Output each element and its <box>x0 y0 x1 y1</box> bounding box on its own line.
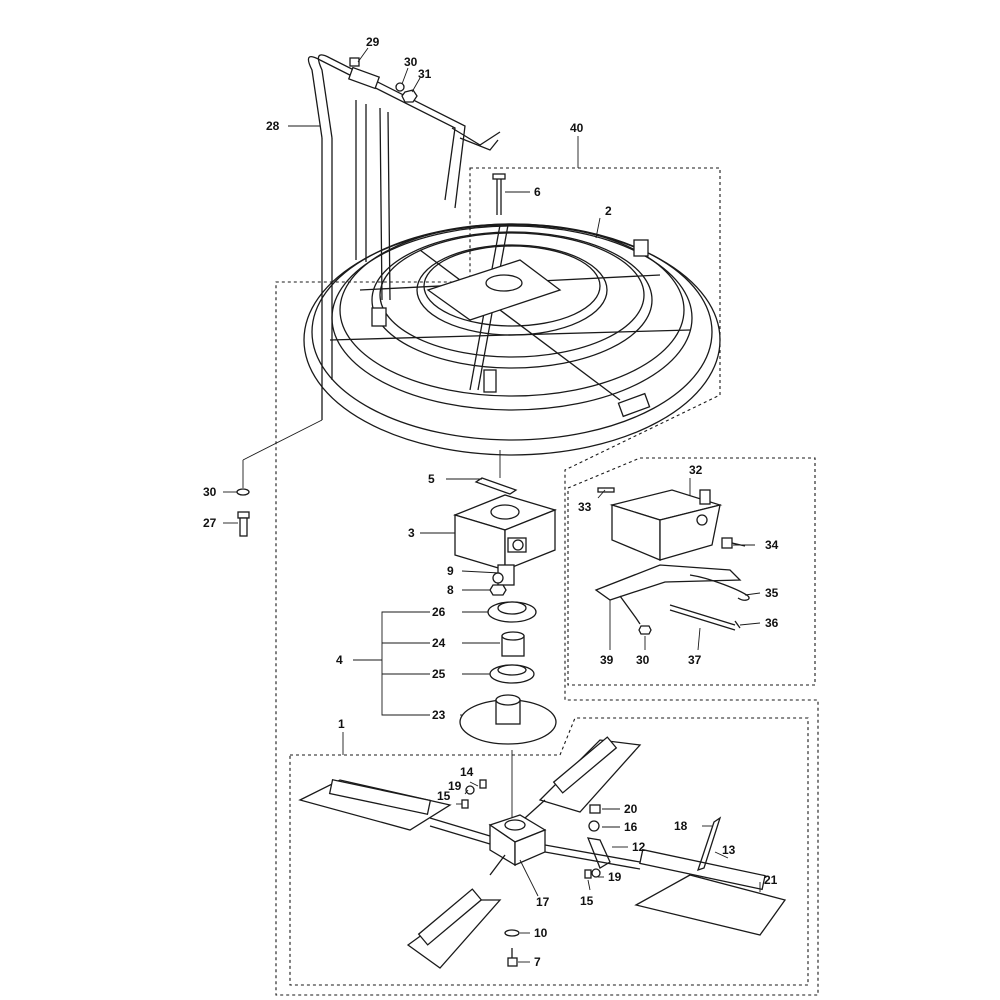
bolt-15-left <box>461 799 469 809</box>
pin-33 <box>597 487 615 493</box>
spring-35 <box>689 574 750 601</box>
callout-21: 21 <box>764 873 778 887</box>
pin-14 <box>479 779 487 789</box>
bolt-27 <box>237 511 250 537</box>
nut-31 <box>401 89 418 103</box>
callout-39: 39 <box>600 653 614 667</box>
callout-1: 1 <box>338 717 345 731</box>
blade-right-21 <box>544 844 787 936</box>
gearbox-3 <box>453 494 557 586</box>
callout-24: 24 <box>432 636 446 650</box>
blade-upper-right <box>524 736 642 819</box>
callout-26: 26 <box>432 605 446 619</box>
callout-8: 8 <box>447 583 454 597</box>
callout-19-left: 19 <box>448 779 462 793</box>
callout-30-top: 30 <box>404 55 418 69</box>
bolt-29 <box>349 57 360 67</box>
callout-25: 25 <box>432 667 446 681</box>
callout-27: 27 <box>203 516 217 530</box>
rod-37 <box>669 604 736 631</box>
callout-15-right: 15 <box>580 894 594 908</box>
handle-frame <box>307 54 501 420</box>
callout-19-right: 19 <box>608 870 622 884</box>
callout-4: 4 <box>336 653 343 667</box>
nut-8 <box>489 584 507 596</box>
lever-39 <box>594 564 742 625</box>
plate-5 <box>474 477 518 495</box>
washer-30-top <box>395 82 405 92</box>
callout-2: 2 <box>605 204 612 218</box>
washer-16 <box>588 820 600 832</box>
callout-32: 32 <box>689 463 703 477</box>
disc-23 <box>459 694 557 745</box>
bolt-6 <box>492 173 506 215</box>
blade-lower-left <box>406 854 506 969</box>
callout-18: 18 <box>674 819 688 833</box>
bolt-34 <box>721 537 746 549</box>
callout-16: 16 <box>624 820 638 834</box>
callout-14: 14 <box>460 765 474 779</box>
pin-36 <box>734 620 741 629</box>
callout-33: 33 <box>578 500 592 514</box>
bolt-20 <box>589 804 601 814</box>
blade-upper-left <box>298 778 491 845</box>
callout-labels: 29 30 31 28 40 6 2 5 3 9 8 26 24 25 23 4… <box>203 35 779 969</box>
callout-29: 29 <box>366 35 380 49</box>
callout-28: 28 <box>266 119 280 133</box>
lever-12 <box>586 837 611 869</box>
group-1-outline <box>289 717 809 986</box>
callout-5: 5 <box>428 472 435 486</box>
callout-17: 17 <box>536 895 550 909</box>
callout-6: 6 <box>534 185 541 199</box>
bolt-7 <box>507 948 518 967</box>
callout-34: 34 <box>765 538 779 552</box>
callout-31: 31 <box>418 67 432 81</box>
callout-30-left: 30 <box>203 485 217 499</box>
spider-hub <box>488 814 547 867</box>
bearing-26 <box>487 601 537 623</box>
washer-9 <box>492 572 504 584</box>
washer-10 <box>504 929 520 937</box>
callout-7: 7 <box>534 955 541 969</box>
callout-15-left: 15 <box>437 789 451 803</box>
callout-23: 23 <box>432 708 446 722</box>
leader-lines <box>223 47 761 963</box>
callout-36: 36 <box>765 616 779 630</box>
callout-30-side: 30 <box>636 653 650 667</box>
callout-10: 10 <box>534 926 548 940</box>
bracket-18 <box>696 816 722 872</box>
bracket-32 <box>609 489 723 561</box>
callout-3: 3 <box>408 526 415 540</box>
trowel-ring-2 <box>303 223 721 456</box>
callout-40: 40 <box>570 121 584 135</box>
nut-30-side <box>638 625 652 635</box>
nut-19-left <box>465 785 475 795</box>
nut-19-right <box>591 868 601 878</box>
group-side-lever-outline <box>567 457 816 686</box>
washer-30-left <box>236 488 250 496</box>
ring-25 <box>489 664 535 684</box>
callout-9: 9 <box>447 564 454 578</box>
bushing-24 <box>501 631 525 657</box>
callout-13: 13 <box>722 843 736 857</box>
callout-35: 35 <box>765 586 779 600</box>
callout-20: 20 <box>624 802 638 816</box>
callout-12: 12 <box>632 840 646 854</box>
bolt-15-right <box>584 869 592 879</box>
callout-37: 37 <box>688 653 702 667</box>
